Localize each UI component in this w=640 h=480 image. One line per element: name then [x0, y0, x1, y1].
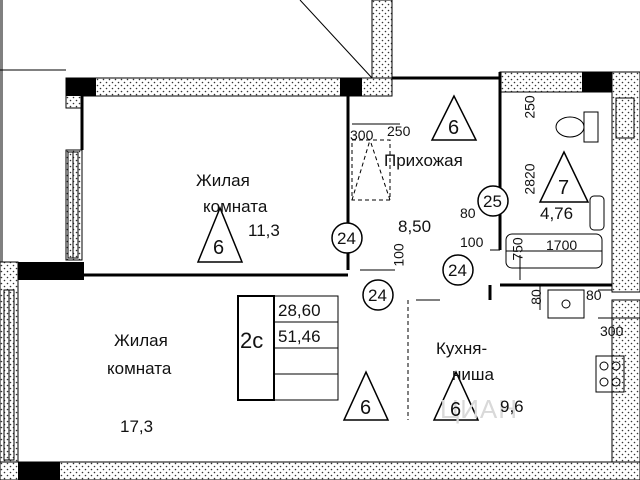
circle-marker-4: [477, 185, 509, 217]
dim-250-hall: 250: [387, 123, 411, 139]
toilet-bowl: [555, 116, 585, 138]
triangle-marker-2: [430, 94, 478, 141]
dim-80-a: 80: [460, 205, 476, 221]
toilet-tank: [583, 111, 599, 143]
circle-markers: [331, 185, 509, 311]
circle-marker-1: [331, 222, 363, 254]
apartment-type: 2с: [240, 328, 264, 353]
living-room-1-name-line1: Жилая: [196, 171, 250, 190]
kitchen-type-code: 6: [450, 399, 462, 421]
living-room-1-type-code: 6: [213, 237, 225, 259]
hallway-area: 8,50: [398, 217, 432, 236]
hallway-type-code: 6: [448, 117, 460, 139]
dim-100-a: 100: [460, 234, 484, 250]
windows: [0, 0, 79, 461]
bottom-triangle-code: 6: [360, 397, 372, 419]
living-room-2-area: 17,3: [120, 417, 154, 436]
watermark: ЦИАН: [440, 394, 519, 424]
outer-outline: [0, 0, 373, 79]
dim-250-bath: 250: [521, 95, 538, 119]
dim-2820: 2820: [521, 163, 538, 195]
wall-marker-1: 24: [337, 229, 356, 248]
dim-300-hall: 300: [350, 127, 374, 143]
kitchen-area: 9,6: [500, 397, 524, 416]
triangle-marker-3: [538, 150, 590, 203]
circle-marker-3: [442, 254, 474, 286]
bathroom-area: 4,76: [540, 204, 574, 223]
living-room-2-name-line1: Жилая: [114, 331, 168, 350]
living-room-2-name-line2: комната: [107, 359, 172, 378]
kitchen-name-line1: Кухня-: [436, 339, 488, 358]
apartment-info-box: [237, 295, 339, 401]
triangle-marker-5: [432, 370, 480, 421]
column-4: [582, 72, 612, 92]
column-3: [18, 462, 60, 480]
dim-300-kitchen: 300: [600, 323, 624, 339]
triangle-marker-4: [342, 370, 390, 421]
apartment-total-area: 51,46: [278, 327, 321, 346]
apartment-living-area: 28,60: [278, 301, 321, 320]
door-swings: [351, 139, 409, 420]
column-2: [18, 262, 84, 280]
sink-bath: [589, 195, 605, 231]
kitchen-sink: [547, 289, 585, 319]
triangle-markers: [196, 94, 590, 421]
dim-80-c: 80: [586, 287, 602, 303]
kitchen-name-line2: ниша: [452, 365, 494, 384]
wall-marker-4: 25: [483, 192, 502, 211]
circle-marker-2: [362, 279, 394, 311]
column-5: [340, 78, 362, 96]
living-room-1-name-line2: комната: [203, 197, 268, 216]
bathroom-type-code: 7: [558, 177, 570, 199]
dimension-lines: [352, 123, 640, 319]
dim-750: 750: [509, 237, 526, 261]
dim-1700: 1700: [546, 237, 578, 253]
wall-marker-2: 24: [368, 286, 387, 305]
column-1: [66, 78, 96, 96]
wall-marker-3: 24: [448, 261, 467, 280]
triangle-marker-1: [196, 206, 244, 263]
bathroom-fixtures: [505, 97, 635, 393]
dim-100-b: 100: [390, 243, 407, 267]
hallway-name: Прихожая: [384, 151, 463, 170]
dim-80-b: 80: [527, 289, 544, 305]
columns: [18, 72, 612, 480]
wall-top-right-riser: [371, 0, 393, 79]
living-room-1-area: 11,3: [248, 221, 280, 240]
wall-bottom: [0, 461, 640, 480]
stove: [595, 355, 625, 393]
wall-right-column: [611, 71, 640, 293]
